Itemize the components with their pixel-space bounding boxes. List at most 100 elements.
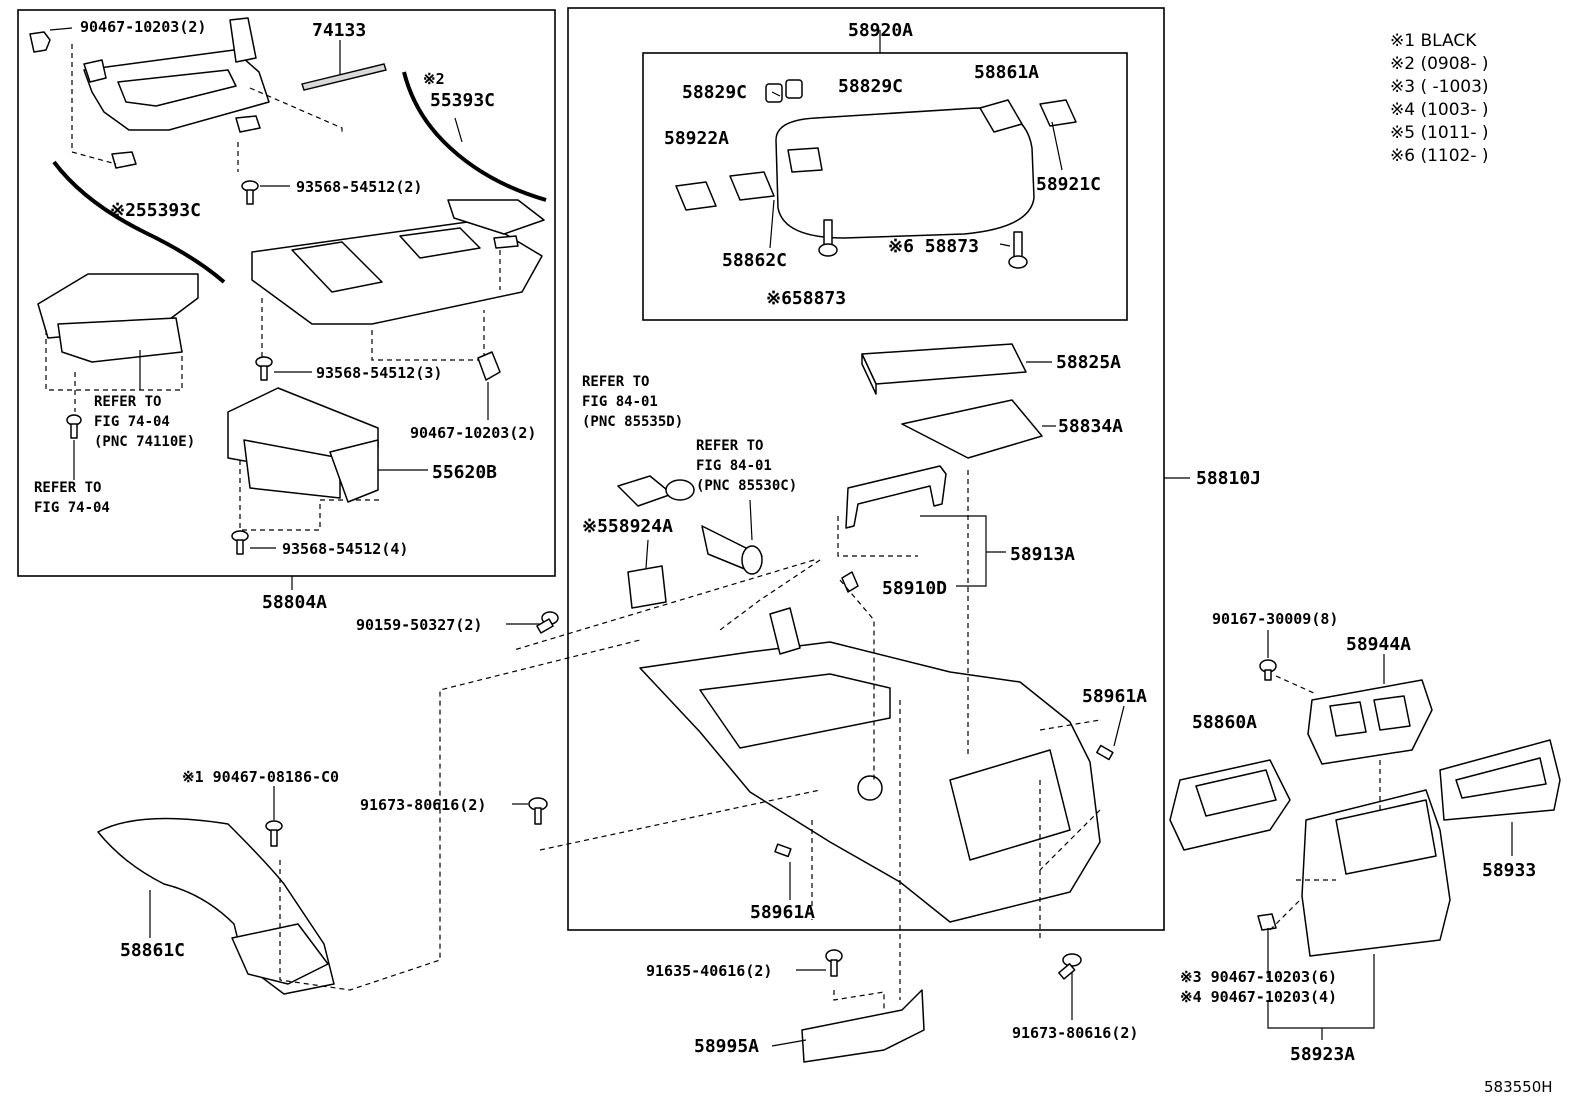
clip-part [235,115,261,133]
screw-part [774,843,792,858]
part-label-58829c-b: 58829C [838,76,903,97]
refer-line: FIG 74-04 [34,500,110,516]
part-label-90467-10203-4: ※4 90467-10203(4) [1180,988,1337,1006]
console-rear-opening [949,749,1071,861]
center-group-box [567,7,1165,931]
dashed-guide [261,298,485,361]
clip-part [493,235,519,249]
console-tab [769,607,801,655]
hinge-bracket-part [845,465,947,529]
screw-part [1058,953,1082,980]
clip-part [111,151,137,169]
part-label-58825a: 58825A [1056,352,1121,373]
refer-line: REFER TO [34,480,101,496]
leader-line [771,91,781,97]
dashed-guide [833,990,885,1012]
part-label-90467-10203-right: 90467-10203(2) [410,424,536,442]
usb-port-part [627,565,667,609]
refer-line: (PNC 74110E) [94,434,195,450]
part-label-58829c-a: 58829C [682,82,747,103]
part-label-58860a: 58860A [1192,712,1257,733]
screw-part [1008,231,1028,269]
part-label-93568-54512-2: 93568-54512(2) [296,178,422,196]
seal-strip-part [52,160,226,284]
part-label-58873-a: ※658873 [766,288,846,309]
leader-line [769,199,775,249]
tray-part [861,343,1027,385]
dashed-guide [837,516,918,557]
part-label-58913a: 58913A [1010,544,1075,565]
leader-line [999,243,1011,247]
dashed-guide [539,789,821,851]
part-label-58910d: 58910D [882,578,947,599]
screw-part [231,530,249,555]
trim-strip-part [301,63,387,91]
stopper-part [841,571,859,593]
leader-line [1113,705,1125,747]
refer-line: FIG 74-04 [94,414,170,430]
dashed-guide [1039,719,1101,731]
screw-part [825,949,843,977]
notes-legend: ※1 BLACK ※2 (0908- ) ※3 ( -1003) ※4 (100… [1390,31,1489,166]
lid-subgroup-box [642,52,1128,321]
clip-part [29,31,51,53]
trim-frame-opening [1455,757,1547,799]
vent-bracket-openings [1329,695,1411,737]
leader-line [1051,121,1063,171]
outer-parts [97,611,1561,1063]
assembly-label-58923a: 58923A [1290,1044,1355,1065]
part-label-90467-10203-6: ※3 90467-10203(6) [1180,968,1337,986]
part-label-55393c-left: ※255393C [110,200,201,221]
dashed-guide [279,639,641,991]
illustration-id: 583550H [1484,1078,1553,1096]
part-label-58995a: 58995A [694,1036,759,1057]
part-label-58861c: 58861C [120,940,185,961]
refer-line: REFER TO [94,394,161,410]
dashed-guide [71,44,117,165]
screw-part [241,180,259,205]
lid-latch-part [787,147,823,173]
rear-panel-opening [1335,799,1437,875]
console-upper-panel-part [251,219,543,325]
dashed-guide [239,460,380,531]
screw-part [536,611,559,634]
bezel-clip [83,59,107,83]
part-label-90159-50327: 90159-50327(2) [356,616,482,634]
dashed-guide [513,559,815,651]
part-label-55620b: 55620B [432,462,497,483]
part-label-91635-40616: 91635-40616(2) [646,962,772,980]
part-label-90467-10203: 90467-10203(2) [80,18,206,36]
left-group-box [17,9,556,577]
part-label-58961a-bottom: 58961A [750,902,815,923]
refer-line: REFER TO [696,438,763,454]
refer-line: FIG 84-01 [696,458,772,474]
part-label-note: ※2 [423,70,445,88]
part-label-93568-54512-4: 93568-54512(4) [282,540,408,558]
dashed-guide [45,330,183,391]
vent-bracket-part [1307,679,1433,765]
note-4: ※4 (1003- ) [1390,100,1489,120]
assembly-label-58810j: 58810J [1196,468,1261,489]
leader-line [454,117,463,143]
leader-line [645,539,649,569]
dashed-guide [1275,675,1317,695]
part-label-90467-08186-c0: ※1 90467-08186-C0 [182,768,339,786]
refer-line: (PNC 85535D) [582,414,683,430]
shift-bezel-opening [117,69,237,107]
center-group-parts [513,30,1190,1000]
screw-part [818,219,838,257]
bracket-part [801,989,925,1063]
part-label-58862c: 58862C [722,250,787,271]
refer-line: (PNC 85530C) [696,478,797,494]
mat-part [901,399,1043,459]
panel-opening [399,227,481,259]
power-outlet-face [741,545,763,575]
screw-part [528,797,548,825]
assembly-label-58920a: 58920A [848,20,913,41]
refer-line: FIG 84-01 [582,394,658,410]
part-label-91673-80616-bottom: 91673-80616(2) [1012,1024,1138,1042]
bracket-leader [920,515,1006,587]
seal-strip-part [402,71,547,202]
hinge-part [979,99,1023,133]
note-6: ※6 (1102- ) [1390,146,1489,166]
